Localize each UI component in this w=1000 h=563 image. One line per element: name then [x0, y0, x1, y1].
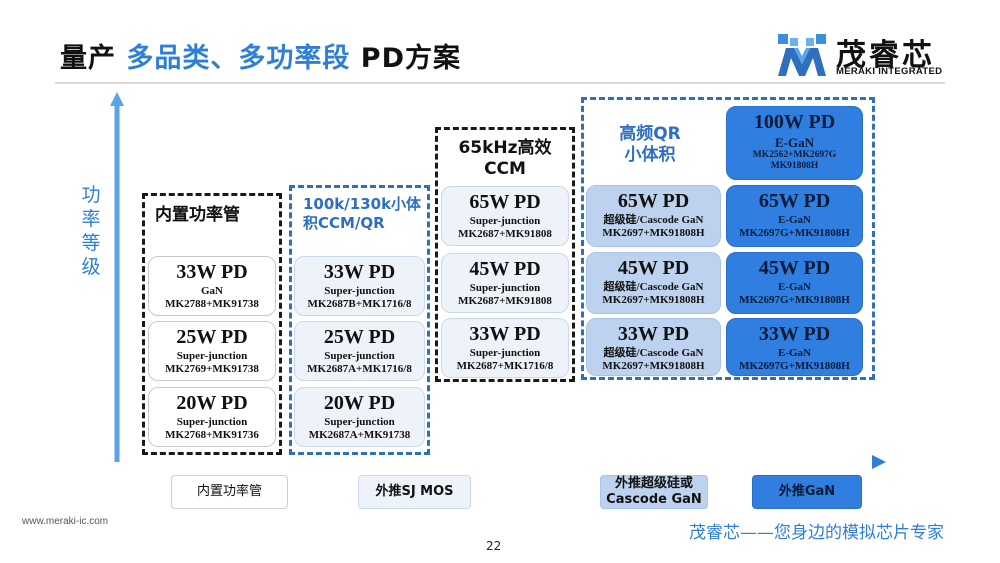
- title-part1: 量产: [60, 43, 127, 74]
- group-sj-title: 100k/130k小体 积CCM/QR: [303, 195, 422, 232]
- group-sj: [289, 185, 430, 455]
- card-qr-45w: 45W PD 超级硅/Cascode GaN MK2697+MK91808H: [586, 252, 721, 314]
- category-builtin: 内置功率管: [171, 475, 288, 509]
- y-axis-arrow-icon: [110, 92, 124, 106]
- category-gan: 外推GaN: [752, 475, 862, 509]
- card-gan-45w: 45W PD E-GaN MK2697G+MK91808H: [726, 252, 863, 314]
- title-divider: [55, 82, 945, 84]
- y-axis-label: 功率等级: [81, 184, 101, 278]
- card-builtin-20w: 20W PD Super-junction MK2768+MK91736: [148, 387, 276, 447]
- title-highlight: 多品类、多功率段: [126, 43, 351, 74]
- group-builtin-title: 内置功率管: [155, 205, 240, 225]
- group-builtin: [142, 193, 282, 455]
- page-number: 22: [486, 539, 502, 553]
- card-ccm-45w: 45W PD Super-junction MK2687+MK91808: [441, 253, 569, 313]
- logo-mark-icon: [778, 34, 826, 76]
- footer-url: www.meraki-ic.com: [22, 516, 109, 527]
- category-superjunction-cascode: 外推超级硅或 Cascode GaN: [600, 475, 708, 509]
- card-builtin-25w: 25W PD Super-junction MK2769+MK91738: [148, 321, 276, 381]
- card-gan-33w: 33W PD E-GaN MK2697G+MK91808H: [726, 318, 863, 376]
- footer-slogan: 茂睿芯——您身边的模拟芯片专家: [689, 523, 944, 543]
- card-builtin-33w: 33W PD GaN MK2788+MK91738: [148, 256, 276, 316]
- group-qr-title: 高频QR 小体积: [619, 124, 681, 165]
- group-ccm-title: 65kHz高效 CCM: [458, 138, 552, 179]
- group-ccm: [435, 127, 575, 382]
- card-sj-20w: 20W PD Super-junction MK2687A+MK91738: [294, 387, 425, 447]
- x-axis-arrow-icon: [872, 455, 886, 469]
- group-qr-gan: [581, 97, 875, 380]
- card-sj-33w: 33W PD Super-junction MK2687B+MK1716/8: [294, 256, 425, 316]
- title-part2: PD方案: [350, 43, 462, 74]
- card-gan-100w: 100W PD E-GaN MK2562+MK2697G MK91808H: [726, 106, 863, 180]
- category-sj-mos: 外推SJ MOS: [358, 475, 471, 509]
- logo-english-name: MERAKI INTEGRATED: [836, 66, 943, 77]
- logo-name: 茂睿芯: [836, 38, 935, 73]
- card-qr-33w: 33W PD 超级硅/Cascode GaN MK2697+MK91808H: [586, 318, 721, 376]
- company-logo: 茂睿芯 MERAKI INTEGRATED: [776, 32, 948, 80]
- page-title: 量产 多品类、多功率段 PD方案: [60, 36, 461, 75]
- card-sj-25w: 25W PD Super-junction MK2687A+MK1716/8: [294, 321, 425, 381]
- card-gan-65w: 65W PD E-GaN MK2697G+MK91808H: [726, 185, 863, 247]
- card-qr-65w: 65W PD 超级硅/Cascode GaN MK2697+MK91808H: [586, 185, 721, 247]
- card-ccm-65w: 65W PD Super-junction MK2687+MK91808: [441, 186, 569, 246]
- card-ccm-33w: 33W PD Super-junction MK2687+MK1716/8: [441, 318, 569, 378]
